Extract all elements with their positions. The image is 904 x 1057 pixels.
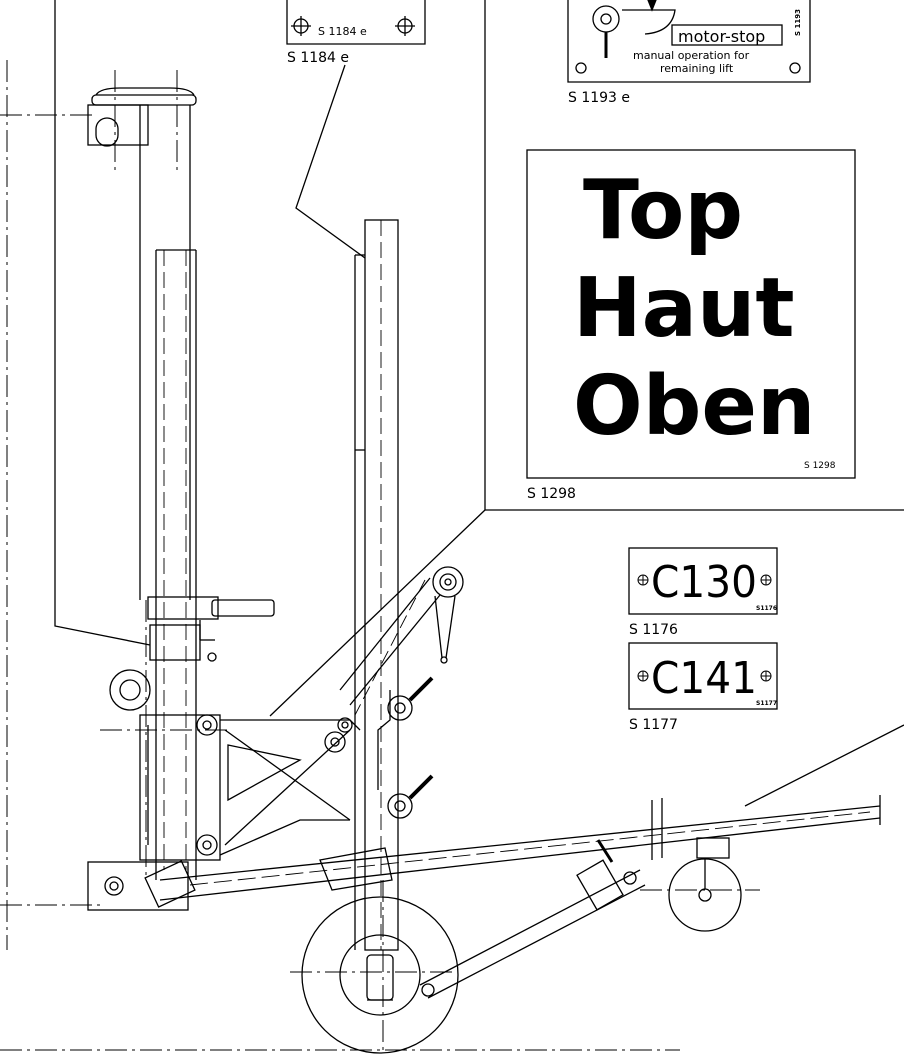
upright-post xyxy=(354,219,434,951)
s1176-plate-text: C130 xyxy=(651,557,757,608)
s1177-caption: S 1177 xyxy=(629,717,678,733)
s1298-caption: S 1298 xyxy=(527,486,576,502)
s1176-caption: S 1176 xyxy=(629,622,678,638)
label-s1193: motor-stop manual operation for remainin… xyxy=(567,0,811,106)
s1177-inner-code: S1177 xyxy=(756,700,777,707)
s1193-motor-stop: motor-stop xyxy=(678,27,765,46)
s1193-side-code: S 1193 xyxy=(794,9,802,36)
s1176-inner-code: S1176 xyxy=(756,605,777,612)
s1184-caption: S 1184 e xyxy=(287,50,349,66)
s1177-plate-text: C141 xyxy=(651,653,757,704)
s1298-line-oben: Oben xyxy=(573,359,815,454)
label-s1177: C141 S1177 S 1177 xyxy=(628,642,778,733)
s1184-plate-text: S 1184 e xyxy=(318,25,367,38)
s1298-inner-code: S 1298 xyxy=(804,461,836,471)
reference-lines xyxy=(0,60,760,1051)
mast-column xyxy=(87,87,275,880)
lower-boom xyxy=(87,795,881,911)
s1193-caption: S 1193 e xyxy=(568,90,630,106)
label-s1176: C130 S1176 S 1176 xyxy=(628,547,778,638)
callout-lines xyxy=(54,0,904,807)
label-s1184: S 1184 e S 1184 e xyxy=(286,0,426,66)
s1298-line-top: Top xyxy=(583,163,743,258)
main-wheel xyxy=(301,896,459,1054)
s1193-manual-line2: remaining lift xyxy=(660,62,734,75)
caster-wheel xyxy=(668,837,742,932)
tensioner-arm xyxy=(339,566,464,716)
s1298-line-haut: Haut xyxy=(573,261,795,356)
label-s1298: Top Haut Oben S 1298 S 1298 xyxy=(526,149,856,502)
diagonal-strut xyxy=(419,839,646,999)
carriage-frame xyxy=(139,714,361,861)
s1193-manual-line1: manual operation for xyxy=(633,49,750,62)
